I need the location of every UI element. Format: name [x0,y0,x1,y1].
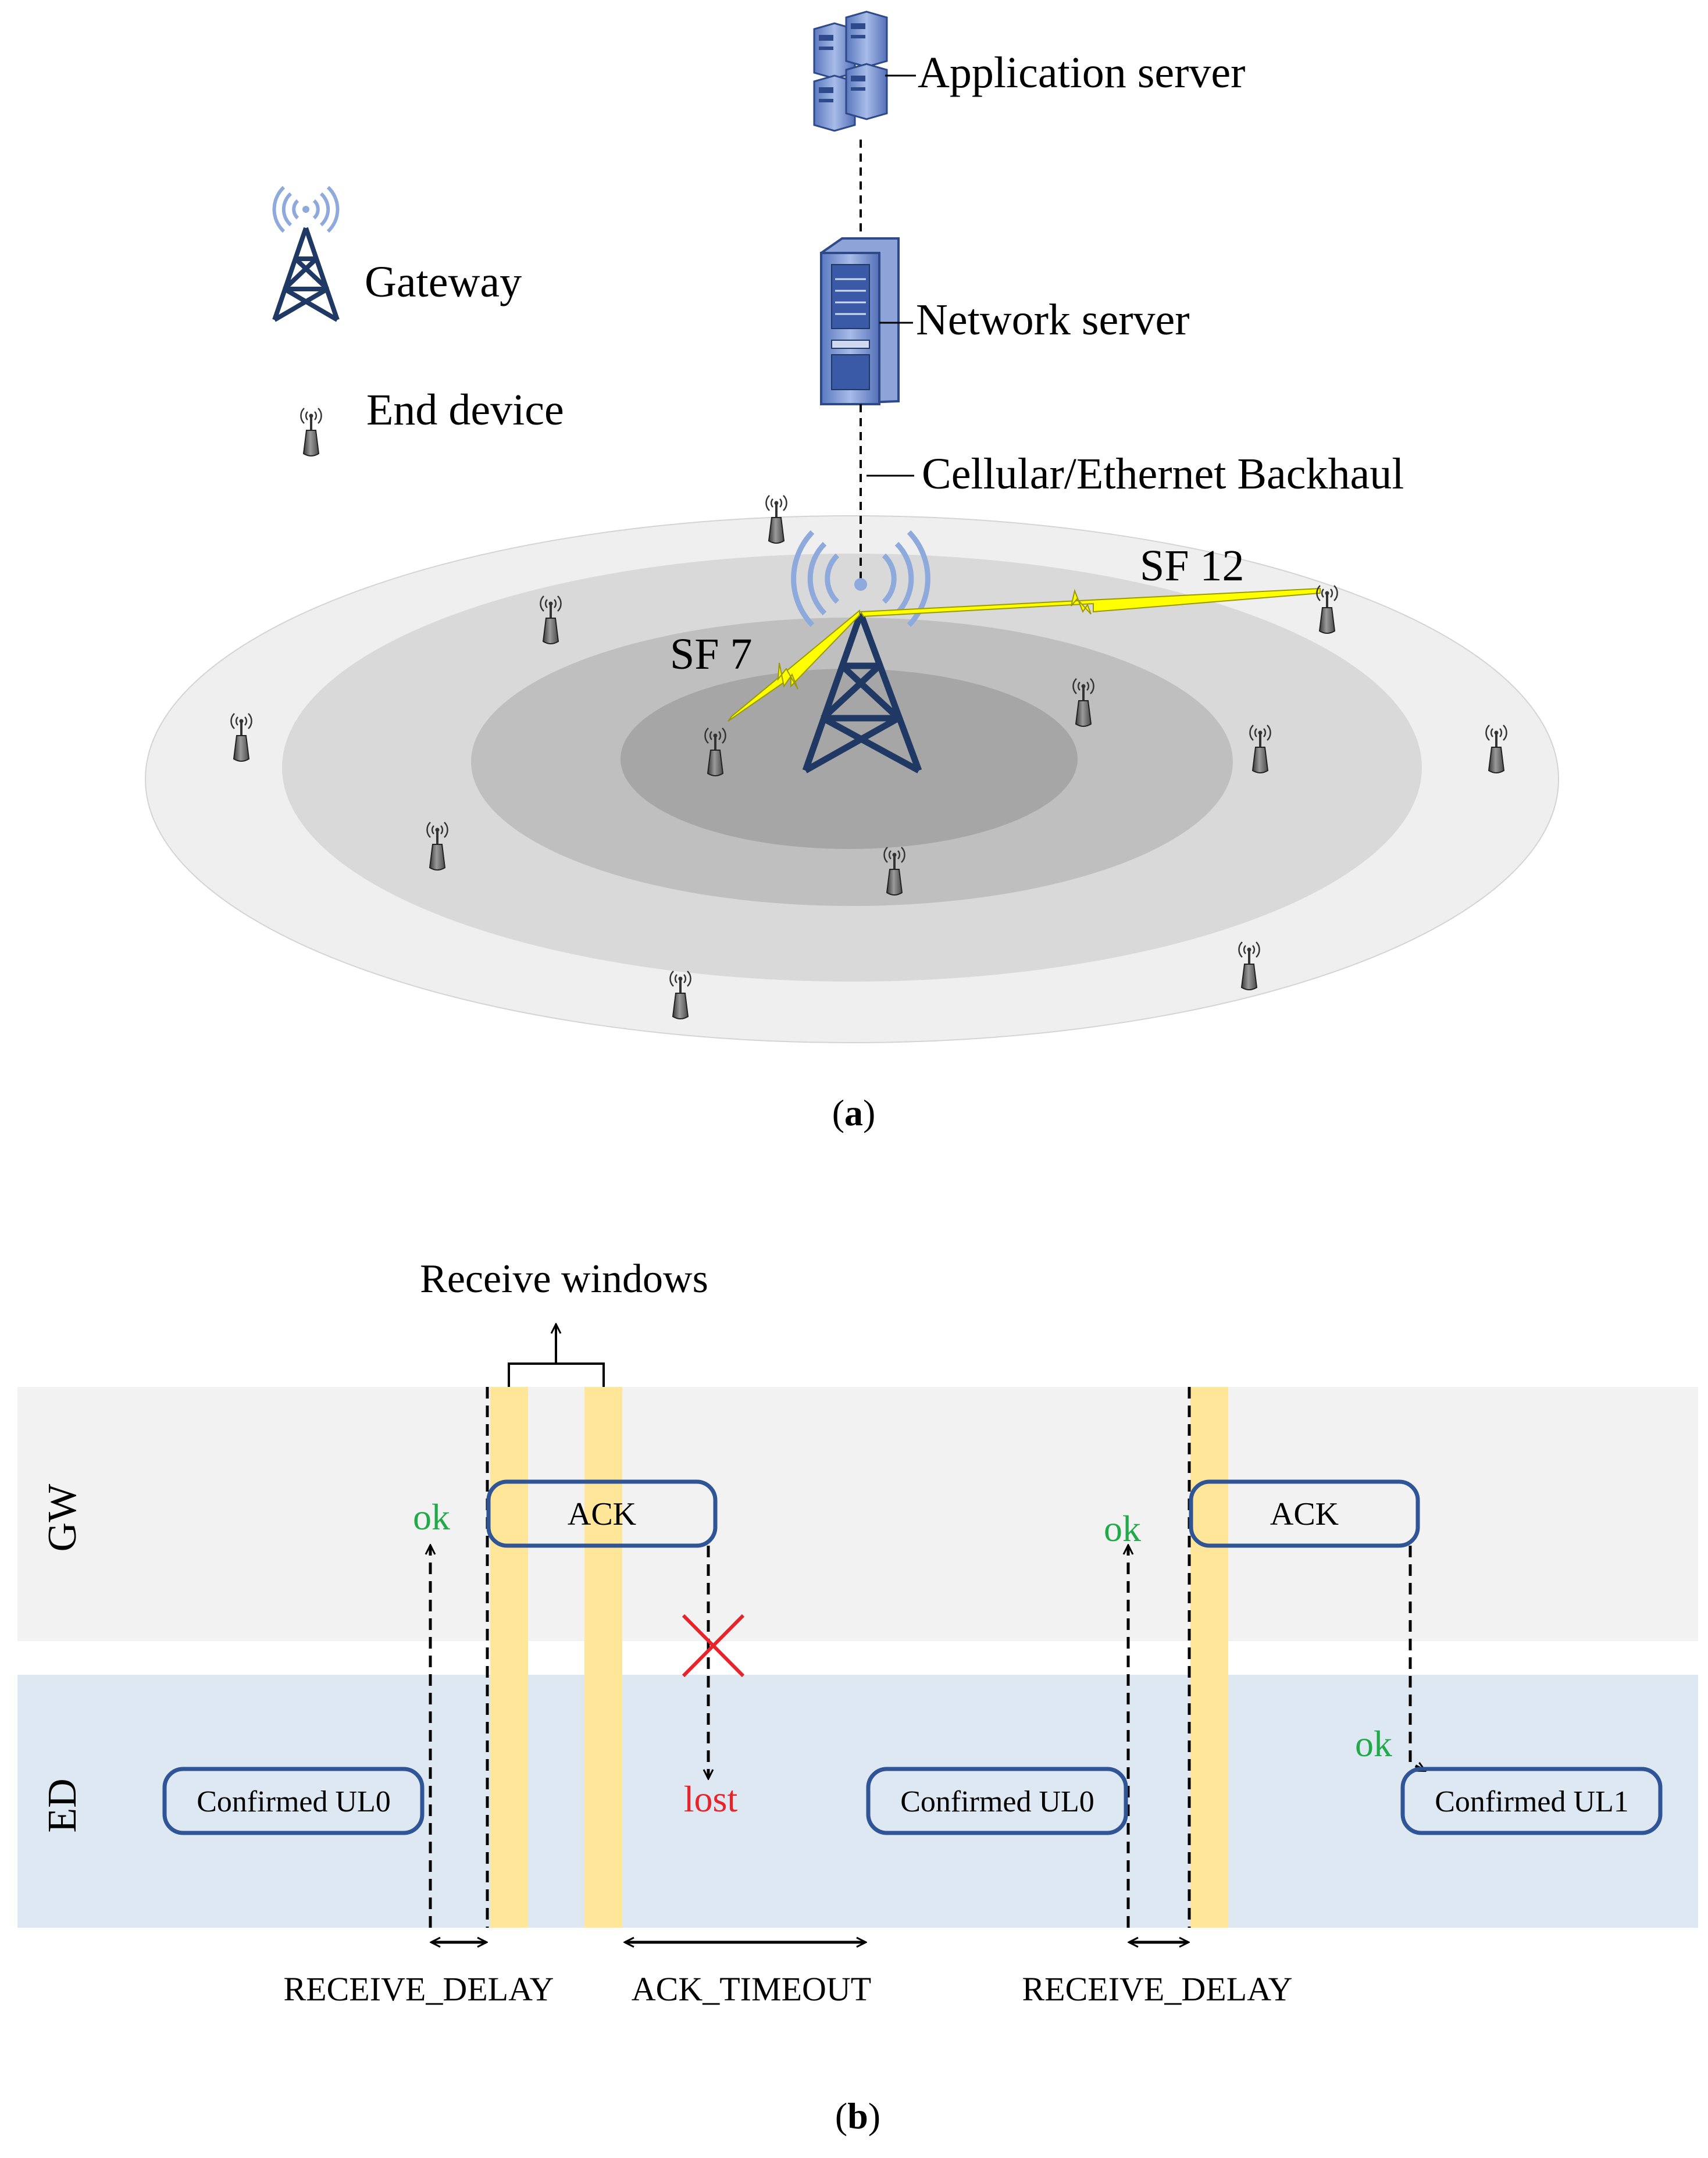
legend-gateway-label: Gateway [365,258,522,306]
receive-windows-label: Receive windows [420,1257,708,1301]
ack-box-1-label: ACK [568,1496,636,1532]
legend-gateway-icon [272,186,340,322]
gw-lane-label: GW [40,1484,85,1552]
caption-a: (a) [832,1092,876,1133]
legend-end-device-label: End device [366,386,564,434]
backhaul-label: Cellular/Ethernet Backhaul [922,450,1404,498]
confirmed-ul0-box-2 [866,1767,1128,1835]
ok-status-1: ok [413,1496,450,1538]
ok-status-3: ok [1355,1723,1392,1764]
receive-window-rx2 [584,1387,622,1928]
server-rack-icon [813,10,888,132]
confirmed-ul0-box-2-label: Confirmed UL0 [900,1785,1094,1818]
confirmed-ul1-box [1400,1767,1663,1835]
ed-lane-label: ED [40,1778,85,1832]
loss-cross-icon [682,1614,745,1678]
sf12-lightning-link [860,587,1321,618]
sf7-lightning-bolt [777,662,798,690]
receive-window-rx1-second [1190,1387,1228,1928]
application-server-label: Application server [918,48,1245,97]
network-server-label: Network server [916,295,1190,344]
caption-b: (b) [835,2095,880,2136]
legend: Gateway End device [272,186,564,457]
receive-delay-label-2: RECEIVE_DELAY [1022,1970,1292,2008]
ok-status-2: ok [1104,1508,1141,1549]
ack-box-1 [486,1479,718,1548]
server-tower-icon [820,237,900,406]
ack-box-2 [1189,1479,1420,1548]
ed-lane [17,1675,1698,1928]
confirmed-ul0-box-1-label: Confirmed UL0 [197,1785,391,1818]
ack-timeout-label: ACK_TIMEOUT [632,1970,871,2008]
legend-end-device-icon [299,407,323,457]
sf7-label: SF 7 [670,630,753,679]
sf12-label: SF 12 [1140,541,1245,590]
lost-status: lost [684,1778,738,1820]
gw-lane [17,1387,1698,1641]
confirmed-ul1-box-label: Confirmed UL1 [1435,1785,1629,1818]
receive-window-rx1 [490,1387,528,1928]
sf12-lightning-bolt [1071,588,1092,615]
gateway-tower-icon [791,530,930,773]
ack-box-2-label: ACK [1270,1496,1339,1532]
confirmed-ul0-box-1 [162,1767,425,1835]
receive-delay-label-1: RECEIVE_DELAY [283,1970,554,2008]
